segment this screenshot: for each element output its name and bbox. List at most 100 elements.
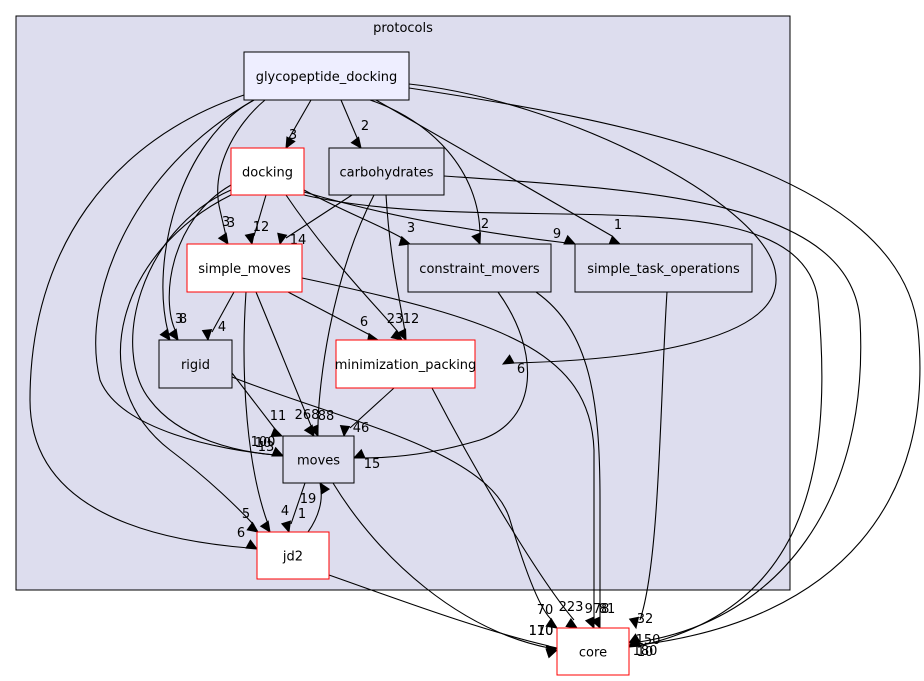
edge-line [285,194,353,239]
edge-moves-to-core: 170 [332,482,559,659]
node-box [256,531,330,580]
arrowhead [563,234,577,245]
edge-simple-moves-to-core: 978 [301,277,610,630]
arrowhead [545,644,559,656]
node-rigid[interactable]: rigid [158,339,233,389]
node-label: glycopeptide_docking [256,70,398,85]
node-simple-moves[interactable]: simple_moves [186,243,303,293]
arrowhead [590,616,601,630]
node-jd2[interactable]: jd2 [256,531,330,580]
arrowhead [303,424,315,438]
node-box [407,243,552,293]
node-box [328,147,445,196]
edge-line [317,194,375,429]
arrowhead [628,616,640,630]
edge-label: 3 [175,312,183,327]
node-label: simple_moves [198,262,291,277]
arrowhead [584,616,595,630]
edge-label: 12 [403,312,420,327]
edge-line [408,83,777,364]
node-label: core [579,646,607,661]
edge-label: 9 [553,227,561,242]
node-carbohydrates[interactable]: carbohydrates [328,147,445,196]
edge-line [408,87,921,646]
node-core[interactable]: core [556,627,630,676]
edge-label: 978 [585,602,610,617]
arrowhead [201,329,213,342]
arrowhead [627,633,641,644]
arrowhead [352,448,366,459]
edge-carbohydrates-to-moves: 88 [308,194,375,438]
edge-label: 3 [407,221,415,236]
edge-label: 1 [298,507,306,522]
arrowhead [319,481,331,495]
edge-line [253,194,267,237]
node-docking[interactable]: docking [230,147,305,196]
node-constraint-movers[interactable]: constraint_movers [407,243,552,293]
edge-simple-moves-to-rigid: 4 [201,291,235,342]
edge-line [285,194,399,333]
edge-label: 268 [295,408,320,423]
arrowhead [501,354,515,365]
edge-label: 8 [179,312,187,327]
node-box [230,147,305,196]
edge-constraint-movers-to-core: 81 [535,291,616,630]
edge-docking-to-jd2: 5 [120,194,259,533]
edge-label-extra: 13 [258,440,275,455]
node-box [158,339,233,389]
edge-line [231,376,553,621]
edge-label: 180 [633,644,658,659]
edge-line [120,194,255,526]
edge-label: 100 [251,435,276,450]
edge-glycopeptide-docking-to-carbohydrates: 2 [340,99,369,149]
edge-docking-to-simple-moves: 12 [244,194,269,246]
node-label: simple_task_operations [587,262,740,277]
edge-line [211,291,235,333]
edge-label: 32 [637,612,654,627]
edge-line [217,99,266,237]
edge-line [340,99,359,141]
edge-label: 4 [218,320,226,335]
edge-label: 6 [517,362,525,377]
edge-rigid-to-moves: 11 [231,372,287,437]
edge-glycopeptide-docking-to-minimization-packing: 6 [408,83,777,377]
arrowhead [246,521,259,533]
edge-simple-moves-to-moves: 268 [255,291,320,438]
edge-label: 2 [361,119,369,134]
node-minimization-packing[interactable]: minimization_packing [335,339,477,389]
arrowhead [339,425,351,438]
edge-label-extra: 3 [227,216,235,231]
node-simple-task-operations[interactable]: simple_task_operations [574,243,753,293]
node-box [335,339,476,389]
edge-label: 3 [289,128,297,143]
edge-docking-to-moves: 100 [132,189,285,457]
arrowhead [244,232,255,246]
edge-label: 81 [599,602,616,617]
edge-line [95,99,276,456]
edge-label: 223 [559,600,584,615]
edge-line [162,99,255,333]
arrowhead [280,520,292,534]
node-moves[interactable]: moves [282,435,355,484]
edge-line [328,574,550,647]
node-glycopeptide-docking[interactable]: glycopeptide_docking [243,51,410,101]
edge-label: 1 [614,218,622,233]
edge-glycopeptide-docking-to-simple-moves: 3 [217,99,266,246]
edge-carbohydrates-to-core: 180 [443,175,862,659]
edge-jd2-to-moves: 1 [298,481,331,533]
edge-label: 170 [529,624,554,639]
edge-label: 10 [637,645,654,660]
node-box [186,243,303,293]
arrowhead [259,520,271,534]
edge-docking-to-constraint-movers: 3 [303,189,415,247]
edge-label: 11 [270,409,287,424]
node-label: rigid [181,358,210,373]
edge-label: 6 [237,526,245,541]
edge-label: 4 [281,504,289,519]
node-label: docking [242,166,293,181]
edge-line [290,482,306,525]
edge-line [443,175,862,643]
edge-line [349,387,395,429]
